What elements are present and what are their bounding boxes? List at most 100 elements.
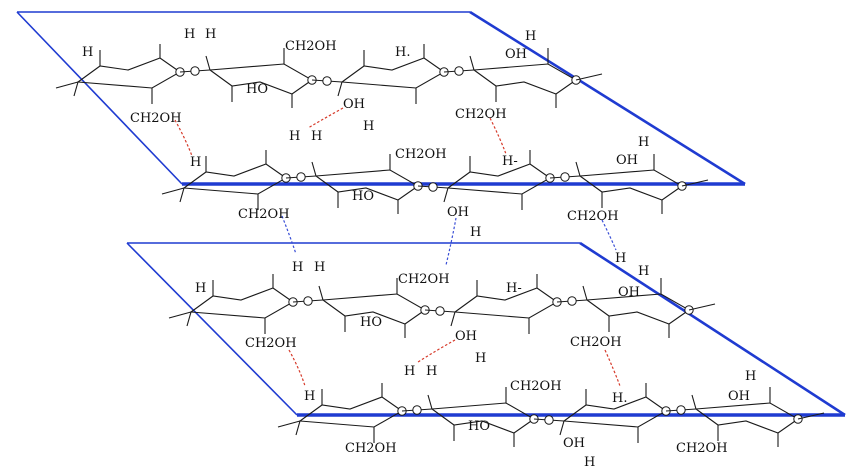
label-ch2oh: CH2OH bbox=[345, 441, 397, 456]
substituent-bond bbox=[469, 55, 475, 71]
lower-sheet-plane bbox=[126, 241, 846, 417]
glycosidic-oxygen bbox=[544, 415, 554, 425]
hbond-red-5 bbox=[417, 339, 456, 363]
cellulose-chain-upper-bottom bbox=[161, 150, 709, 214]
label-oh: OH bbox=[728, 389, 750, 404]
chain-1-labels: H H H CH2OH CH2OH HO OH H H. CH2OH OH H bbox=[82, 27, 536, 134]
hbond-red-1 bbox=[174, 119, 193, 157]
label-h-dot: H. bbox=[612, 391, 627, 406]
label-h-dash: H- bbox=[506, 281, 522, 296]
glucose-ring bbox=[446, 163, 552, 195]
label-ch2oh: CH2OH bbox=[395, 147, 447, 162]
glycosidic-oxygen bbox=[303, 296, 313, 306]
label-h: H bbox=[638, 264, 649, 279]
cellulose-chain-lower-top bbox=[168, 274, 716, 338]
glycosidic-oxygen bbox=[428, 182, 438, 192]
label-h: H bbox=[426, 364, 437, 379]
label-oh: OH bbox=[455, 329, 477, 344]
label-h: H bbox=[475, 351, 486, 366]
substituent-bond bbox=[318, 285, 324, 301]
lower-plane-right-edge bbox=[579, 241, 846, 417]
label-ho: HO bbox=[246, 82, 268, 97]
label-h: H bbox=[190, 155, 201, 170]
label-ho: HO bbox=[352, 189, 374, 204]
upper-plane-left-edge bbox=[16, 11, 183, 185]
label-h: H bbox=[615, 251, 626, 266]
glycosidic-oxygen bbox=[412, 405, 422, 415]
label-h: H bbox=[82, 45, 93, 60]
substituent-bond bbox=[559, 420, 565, 436]
substituent-bond bbox=[337, 81, 343, 97]
glycosidic-oxygen bbox=[190, 66, 200, 76]
hbond-red-6 bbox=[604, 349, 621, 387]
hydrogen-bonds bbox=[174, 107, 621, 387]
chain-terminal-bond bbox=[161, 187, 185, 195]
glycosidic-oxygen bbox=[567, 296, 577, 306]
substituent-bond bbox=[186, 311, 192, 327]
label-h: H bbox=[525, 29, 536, 44]
label-h: H bbox=[304, 389, 315, 404]
chain-terminal-bond bbox=[575, 73, 603, 81]
substituent-bond bbox=[205, 55, 211, 71]
label-ch2oh: CH2OH bbox=[130, 111, 182, 126]
label-oh: OH bbox=[618, 285, 640, 300]
substituent-bond bbox=[179, 187, 185, 203]
glucose-ring bbox=[694, 402, 800, 434]
label-ch2oh: CH2OH bbox=[567, 209, 619, 224]
hbond-red-2 bbox=[307, 107, 344, 129]
label-ch2oh: CH2OH bbox=[398, 272, 450, 287]
label-h: H bbox=[314, 260, 325, 275]
label-h: H bbox=[584, 455, 595, 470]
chain-2-labels: H H H CH2OH HO CH2OH OH H H- OH H CH2OH bbox=[190, 129, 649, 240]
glycosidic-oxygen bbox=[560, 172, 570, 182]
glucose-ring bbox=[76, 57, 182, 89]
label-ch2oh: CH2OH bbox=[455, 107, 507, 122]
hbond-blue-3 bbox=[601, 219, 617, 251]
label-ch2oh: CH2OH bbox=[245, 336, 297, 351]
substituent-bond bbox=[691, 394, 697, 410]
chain-terminal-bond bbox=[168, 311, 192, 319]
label-ch2oh: CH2OH bbox=[570, 335, 622, 350]
glucose-ring bbox=[340, 57, 446, 89]
chain-4-labels: H H H CH2OH HO CH2OH OH H H. OH H CH2OH bbox=[304, 364, 756, 470]
cellulose-chain-lower-bottom bbox=[277, 383, 825, 447]
label-h: H bbox=[289, 129, 300, 144]
label-h: H bbox=[292, 260, 303, 275]
substituent-bond bbox=[450, 311, 456, 327]
label-ch2oh: CH2OH bbox=[285, 39, 337, 54]
label-oh: OH bbox=[505, 47, 527, 62]
label-oh: OH bbox=[343, 97, 365, 112]
label-oh: OH bbox=[563, 436, 585, 451]
chain-terminal-bond bbox=[277, 420, 301, 428]
chain-terminal-bond bbox=[797, 412, 825, 420]
glycosidic-oxygen bbox=[296, 172, 306, 182]
label-h: H bbox=[638, 135, 649, 150]
chain-terminal-bond bbox=[55, 81, 79, 89]
substituent-bond bbox=[575, 161, 581, 177]
lower-plane-left-edge bbox=[126, 242, 298, 416]
label-h: H bbox=[745, 369, 756, 384]
label-h: H bbox=[184, 27, 195, 42]
substituent-bond bbox=[311, 161, 317, 177]
hbond-red-4 bbox=[288, 349, 306, 387]
label-h-dot: H. bbox=[395, 45, 410, 60]
glycosidic-oxygen bbox=[454, 66, 464, 76]
label-oh: OH bbox=[616, 153, 638, 168]
label-h: H bbox=[195, 281, 206, 296]
substituent-bond bbox=[582, 285, 588, 301]
chain-3-labels: H H H CH2OH HO CH2OH OH H H- CH2OH OH H … bbox=[195, 251, 649, 366]
glycosidic-oxygen bbox=[435, 306, 445, 316]
label-h: H bbox=[311, 129, 322, 144]
label-ho: HO bbox=[468, 419, 490, 434]
label-oh: OH bbox=[447, 205, 469, 220]
label-ho: HO bbox=[360, 315, 382, 330]
label-ch2oh: CH2OH bbox=[676, 441, 728, 456]
cellulose-chain-upper-top bbox=[55, 44, 603, 108]
label-h-dash: H- bbox=[502, 154, 518, 169]
label-h: H bbox=[470, 225, 481, 240]
glycosidic-oxygen bbox=[676, 405, 686, 415]
hbond-blue-2 bbox=[445, 217, 457, 266]
hbond-red-3 bbox=[489, 117, 507, 155]
substituent-bond bbox=[295, 420, 301, 436]
